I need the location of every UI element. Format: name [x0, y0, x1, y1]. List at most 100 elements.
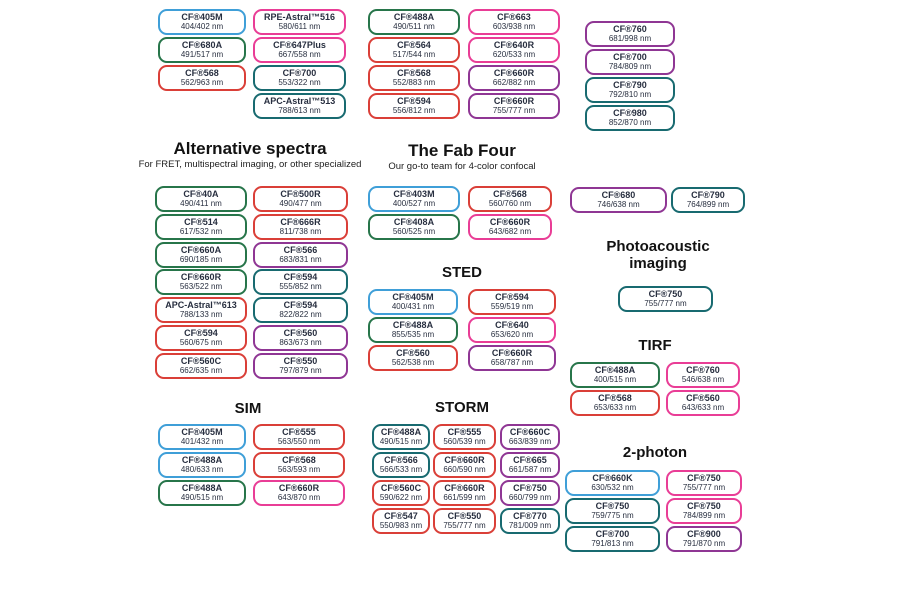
dye-excitation-emission: 791/870 nm [682, 538, 726, 548]
dye-excitation-emission: 662/882 nm [492, 77, 536, 87]
dye-excitation-emission: 643/633 nm [681, 402, 725, 412]
dye-excitation-emission: 400/527 nm [392, 198, 436, 208]
dye-excitation-emission: 552/883 nm [392, 77, 436, 87]
dye-name: CF®566 [283, 245, 318, 256]
dye-excitation-emission: 822/822 nm [279, 309, 322, 319]
dye-name: CF®40A [183, 189, 219, 200]
dye-excitation-emission: 480/633 nm [180, 464, 224, 474]
dye-excitation-emission: 755/777 nm [443, 520, 486, 530]
dye-name: CF®790 [691, 190, 725, 201]
dye-excitation-emission: 811/738 nm [279, 226, 322, 236]
dye-name: CF®790 [613, 80, 647, 91]
dye-excitation-emission: 661/587 nm [508, 464, 552, 474]
dye-name: CF®568 [397, 68, 431, 79]
dye-name: CF®568 [598, 393, 632, 404]
dye-name: CF®660R [489, 217, 531, 228]
section-subtitle-fab-four: Our go-to team for 4-color confocal [388, 161, 536, 172]
dye-excitation-emission: 560/539 nm [443, 436, 486, 446]
dye-name: CF®660C [509, 427, 551, 438]
dye-excitation-emission: 562/963 nm [180, 77, 224, 87]
dye-name: CF®660R [278, 483, 320, 494]
dye-excitation-emission: 560/675 nm [179, 337, 223, 347]
dye-name: CF®550 [447, 511, 482, 522]
dye-name: CF®555 [282, 427, 316, 438]
section-title-two-photon: 2-photon [622, 444, 688, 461]
dye-excitation-emission: 630/532 nm [591, 482, 634, 492]
dye-excitation-emission: 792/810 nm [608, 89, 652, 99]
dye-name: CF®760 [686, 365, 720, 376]
dye-name: CF®560C [380, 483, 422, 494]
dye-name: CF®488A [392, 320, 434, 331]
dye-excitation-emission: 603/938 nm [492, 21, 536, 31]
dye-name: CF®663 [497, 12, 531, 23]
dye-name: CF®750 [648, 289, 683, 300]
dye-name: CF®405M [181, 427, 223, 438]
dye-name: CF®770 [513, 511, 547, 522]
dye-name: CF®665 [513, 455, 547, 466]
dye-name: CF®660A [180, 245, 222, 256]
dye-name: CF®514 [184, 217, 218, 228]
dye-name: APC-Astral™513 [263, 96, 336, 107]
dye-name: CF®555 [447, 427, 482, 438]
dye-excitation-emission: 643/682 nm [488, 226, 532, 236]
dye-name: CF®568 [185, 68, 219, 79]
dye-name: CF®594 [397, 96, 431, 107]
dye-name: CF®640R [493, 40, 535, 51]
dye-excitation-emission: 490/477 nm [279, 198, 322, 208]
dye-excitation-emission: 784/899 nm [682, 510, 726, 520]
dye-excitation-emission: 660/799 nm [508, 492, 552, 502]
dye-name: CF®547 [384, 511, 418, 522]
dye-excitation-emission: 560/760 nm [488, 198, 532, 208]
dye-name: CF®594 [495, 292, 529, 303]
dye-excitation-emission: 546/638 nm [681, 374, 725, 384]
dye-name: CF®647Plus [273, 40, 326, 51]
dye-name: CF®405M [181, 12, 223, 23]
dye-excitation-emission: 563/593 nm [277, 464, 321, 474]
dye-excitation-emission: 681/998 nm [608, 33, 652, 43]
dye-excitation-emission: 401/432 nm [180, 436, 224, 446]
dye-excitation-emission: 797/879 nm [279, 365, 322, 375]
dye-name: CF®900 [687, 529, 721, 540]
dye-excitation-emission: 590/622 nm [379, 492, 423, 502]
dye-name: CF®750 [595, 501, 630, 512]
dye-excitation-emission: 400/515 nm [593, 374, 637, 384]
dye-name: CF®660R [493, 96, 535, 107]
dye-name: CF®700 [282, 68, 317, 79]
dye-name: CF®408A [393, 217, 435, 228]
dye-name: CF®488A [594, 365, 636, 376]
dye-excitation-emission: 855/535 nm [391, 329, 435, 339]
dye-excitation-emission: 788/613 nm [278, 105, 321, 115]
dye-excitation-emission: 653/620 nm [490, 329, 534, 339]
dye-name: CF®980 [613, 108, 647, 119]
dye-excitation-emission: 764/899 nm [686, 199, 730, 209]
dye-name: APC-Astral™613 [165, 300, 237, 311]
